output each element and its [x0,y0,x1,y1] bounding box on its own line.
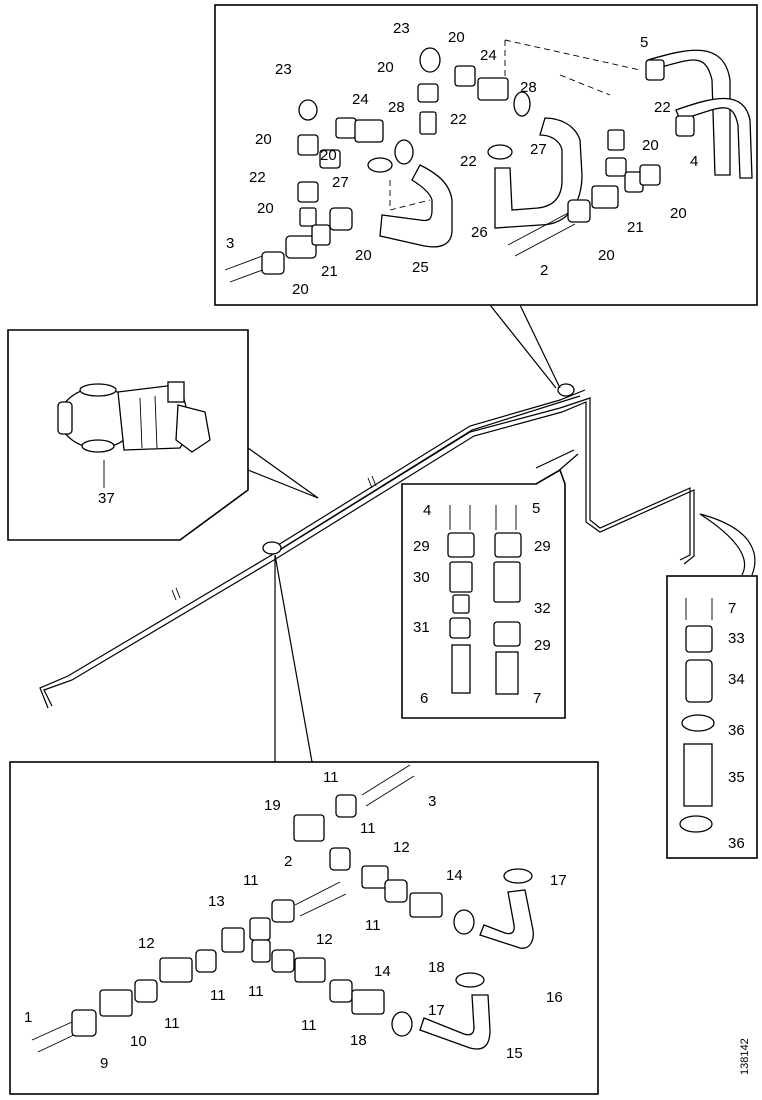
label: 11 [323,769,339,786]
label: 19 [264,797,281,814]
label: 22 [249,169,266,186]
label: 10 [130,1033,147,1050]
label: 27 [332,174,349,191]
label: 6 [420,690,428,707]
label: 35 [728,769,745,786]
label: 14 [374,963,391,980]
label: 22 [450,111,467,128]
label: 13 [208,893,225,910]
label: 7 [533,690,541,707]
label: 9 [100,1055,108,1072]
label: 3 [428,793,436,810]
label: 20 [255,131,272,148]
label: 23 [393,20,410,37]
label: 21 [627,219,644,236]
label: 20 [292,281,309,298]
label: 28 [388,99,405,116]
detail-box-left: 37 [7,329,249,541]
valve-assembly [57,381,211,453]
label: 3 [226,235,234,252]
label: 17 [428,1002,445,1019]
label: 11 [301,1017,317,1034]
label: 31 [413,619,430,636]
label: 22 [460,153,477,170]
detail-box-center: 4 5 29 29 30 32 31 29 6 7 [401,468,566,719]
label: 25 [412,259,429,276]
label: 17 [550,872,567,889]
label: 11 [248,983,264,1000]
label: 11 [243,872,259,889]
label: 14 [446,867,463,884]
label: 11 [365,917,381,934]
label: 20 [257,200,274,217]
callout-leaders [247,304,756,763]
label: 5 [640,34,648,51]
label: 32 [534,600,551,617]
detail-box-top: 23 20 24 28 20 22 5 22 20 4 20 23 20 24 … [214,4,758,306]
label: 11 [360,820,376,837]
label: 20 [670,205,687,222]
label: 2 [540,262,548,279]
label: 30 [413,569,430,586]
label: 7 [728,600,736,617]
label: 29 [413,538,430,555]
label: 24 [352,91,369,108]
label: 20 [448,29,465,46]
label: 27 [530,141,547,158]
label: 4 [423,502,431,519]
label: 4 [690,153,698,170]
label: 15 [506,1045,523,1062]
detail-box-bottom: 11 3 19 11 12 2 11 14 17 11 13 11 12 12 … [9,761,599,1095]
drawing-number: 138142 [739,1038,751,1075]
label: 26 [471,224,488,241]
label: 12 [316,931,333,948]
label: 21 [321,263,338,280]
label: 23 [275,61,292,78]
label: 20 [598,247,615,264]
label: 20 [377,59,394,76]
label: 16 [546,989,563,1006]
label: 34 [728,671,745,688]
label: 36 [728,722,745,739]
label: 36 [728,835,745,852]
label: 29 [534,538,551,555]
label: 1 [24,1009,32,1026]
label: 37 [98,490,115,507]
label: 28 [520,79,537,96]
label: 12 [138,935,155,952]
label: 29 [534,637,551,654]
label: 33 [728,630,745,647]
label: 11 [210,987,226,1004]
label: 20 [320,147,337,164]
label: 18 [350,1032,367,1049]
label: 2 [284,853,292,870]
label: 20 [355,247,372,264]
label: 12 [393,839,410,856]
top-labels: 23 20 24 28 20 22 5 22 20 4 20 23 20 24 … [226,20,698,298]
label: 22 [654,99,671,116]
label: 11 [164,1015,180,1032]
detail-box-right: 7 33 34 36 35 36 [666,575,758,859]
main-pipe-routing [39,383,695,709]
label: 18 [428,959,445,976]
label: 24 [480,47,497,64]
label: 20 [642,137,659,154]
label: 5 [532,500,540,517]
